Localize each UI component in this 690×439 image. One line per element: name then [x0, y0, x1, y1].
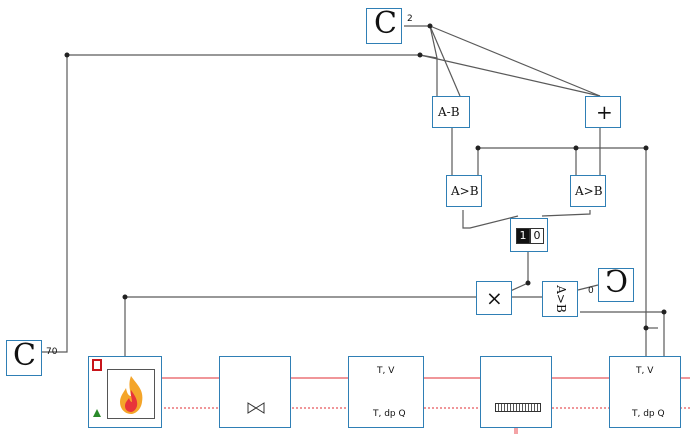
compare-label: A>B — [553, 285, 568, 313]
wire-mult-to-heater — [124, 296, 476, 356]
compare-label: A>B — [451, 184, 479, 198]
constant-block-left[interactable]: C — [6, 338, 42, 376]
sensor-bottom-label: T, dp Q — [373, 409, 406, 419]
constant-symbol: C — [374, 6, 397, 41]
constant-value-right: 0 — [588, 286, 594, 296]
constant-value-top: 2 — [407, 14, 413, 24]
constant-symbol: C — [605, 265, 628, 300]
exchanger-plate-icon — [495, 403, 541, 412]
add-block[interactable]: + — [585, 96, 621, 128]
constant-symbol: C — [13, 338, 36, 373]
multiply-label: × — [486, 286, 503, 310]
wire-top-horizontal — [67, 54, 438, 59]
wire-c-right-to-cmp — [577, 284, 599, 291]
flame-icon — [107, 369, 155, 419]
multiply-block[interactable]: × — [476, 281, 512, 315]
wire-left-vertical — [40, 55, 68, 353]
switch-off-indicator: 0 — [530, 228, 544, 244]
alarm-icon — [92, 359, 102, 371]
wire-cmp-right-to-switch — [541, 210, 591, 217]
wire-cmp-rot-to-sensor — [580, 311, 665, 358]
valve-block[interactable] — [219, 356, 291, 428]
constant-block-top[interactable]: C — [366, 6, 402, 44]
subtract-block[interactable]: A-B — [432, 96, 470, 128]
constant-block-right[interactable]: C — [598, 265, 634, 302]
sensor-top-label: T, V — [377, 366, 395, 376]
switch-on-indicator: 1 — [516, 228, 530, 244]
junction-dots — [64, 23, 667, 331]
add-label: + — [596, 100, 613, 124]
wire-c-to-add-b — [429, 25, 601, 97]
sensor-bottom-label: T, dp Q — [632, 409, 665, 419]
switch-block[interactable]: 1 0 — [510, 218, 548, 252]
subtract-label: A-B — [438, 105, 460, 119]
compare-block-rotated[interactable]: A>B — [542, 281, 578, 317]
sensor-top-label: T, V — [636, 366, 654, 376]
wire-top-to-add — [419, 54, 601, 97]
compare-label: A>B — [575, 184, 603, 198]
wire-cmp-left-to-switch — [462, 210, 519, 229]
wire-feedback-right — [477, 147, 647, 358]
heat-exchanger-block[interactable] — [480, 356, 552, 428]
compare-block-left[interactable]: A>B — [446, 175, 482, 207]
constant-value-left: 70 — [46, 347, 58, 357]
sensor-block-2[interactable]: T, V T, dp Q — [609, 356, 681, 428]
compare-block-right[interactable]: A>B — [570, 175, 606, 207]
valve-icon — [247, 402, 265, 414]
wire-c-to-sub-a — [404, 25, 438, 96]
heater-block[interactable] — [88, 356, 162, 428]
valve-indicator-icon — [93, 409, 101, 417]
sensor-block-1[interactable]: T, V T, dp Q — [348, 356, 424, 428]
